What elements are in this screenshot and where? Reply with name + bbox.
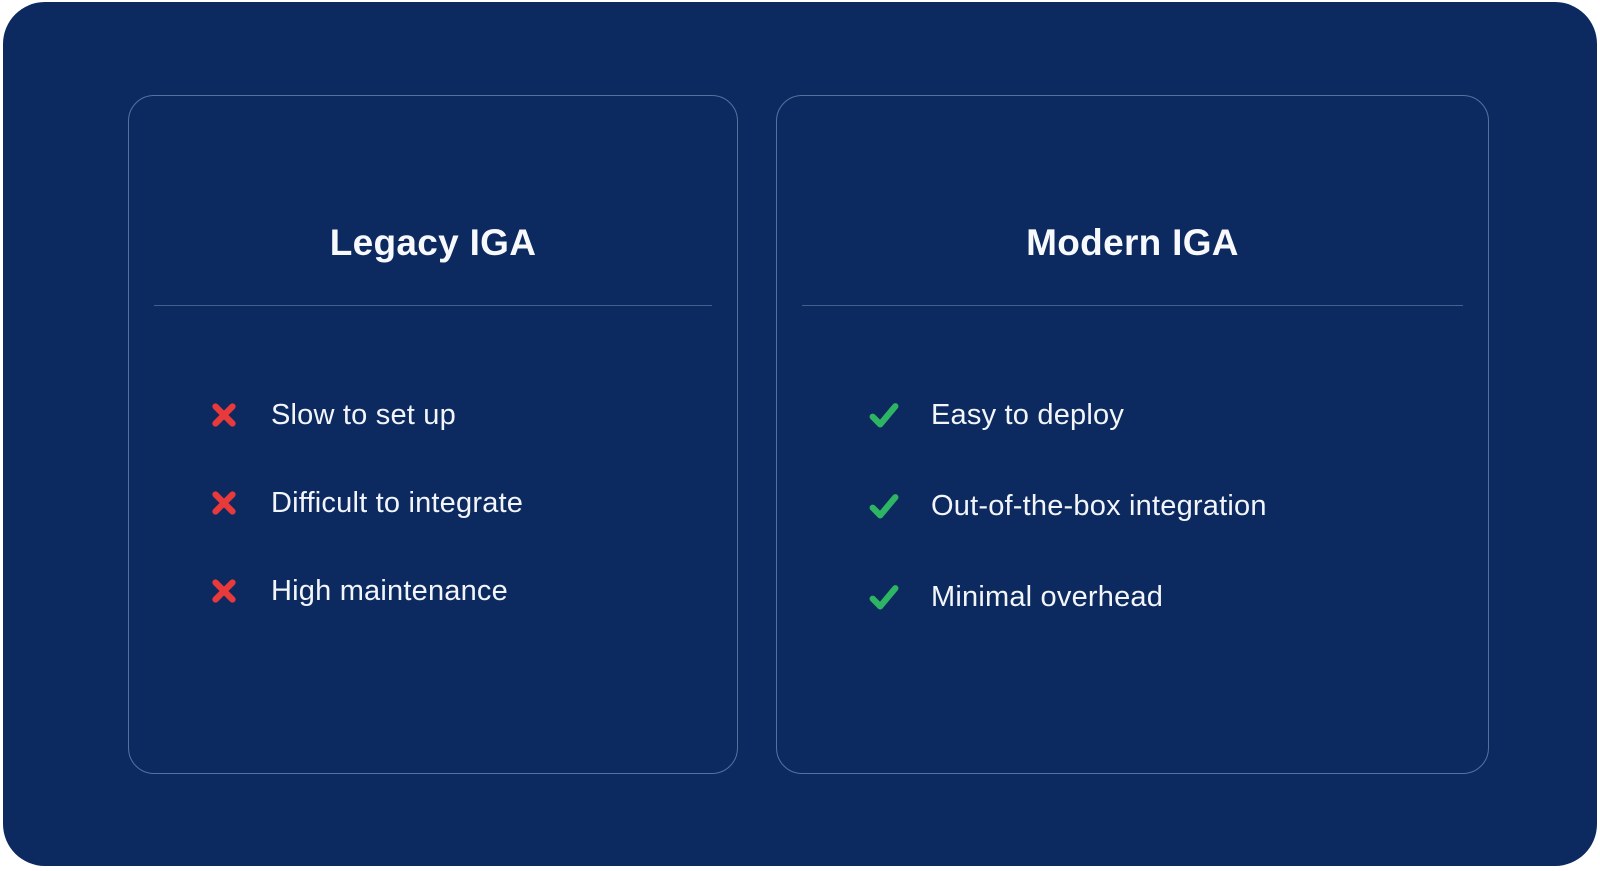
list-item: Slow to set up <box>207 394 737 436</box>
divider <box>154 305 712 306</box>
divider <box>802 305 1463 306</box>
modern-item-list: Easy to deploy Out-of-the-box integratio… <box>777 394 1488 618</box>
card-modern-iga: Modern IGA Easy to deploy Out-of-the-box… <box>776 95 1489 774</box>
legacy-item-list: Slow to set up Difficult to integrate Hi… <box>129 394 737 612</box>
item-label: Slow to set up <box>271 398 456 431</box>
check-icon <box>867 580 901 614</box>
item-label: Difficult to integrate <box>271 486 524 519</box>
card-legacy-iga: Legacy IGA Slow to set up Difficult to i… <box>128 95 738 774</box>
item-label: Easy to deploy <box>931 398 1125 431</box>
x-icon <box>207 486 241 520</box>
list-item: Easy to deploy <box>867 394 1488 436</box>
list-item: Minimal overhead <box>867 576 1488 618</box>
list-item: Difficult to integrate <box>207 482 737 524</box>
item-label: High maintenance <box>271 574 508 607</box>
list-item: High maintenance <box>207 570 737 612</box>
item-label: Out-of-the-box integration <box>931 489 1267 522</box>
x-icon <box>207 574 241 608</box>
card-title-modern: Modern IGA <box>1026 222 1239 263</box>
item-label: Minimal overhead <box>931 580 1164 613</box>
check-icon <box>867 489 901 523</box>
navy-panel: Legacy IGA Slow to set up Difficult to i… <box>3 2 1597 866</box>
check-icon <box>867 398 901 432</box>
card-title-legacy: Legacy IGA <box>329 222 537 263</box>
list-item: Out-of-the-box integration <box>867 485 1488 527</box>
x-icon <box>207 398 241 432</box>
